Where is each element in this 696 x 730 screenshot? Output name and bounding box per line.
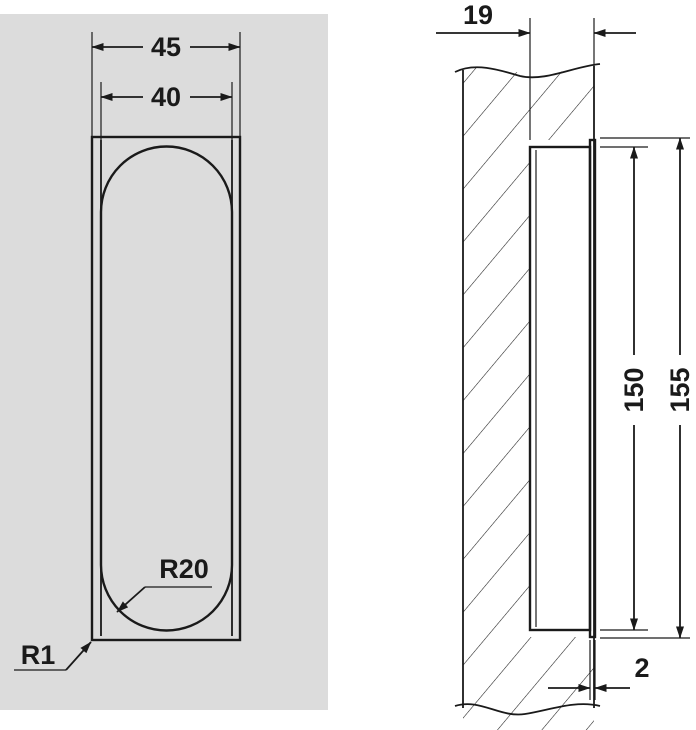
r1-leader-arrow [65, 641, 92, 671]
wall-section [454, 63, 601, 730]
wall-break-line-bottom [454, 703, 601, 716]
front-view: 45 40 R20 R1 [0, 14, 328, 710]
handle-side-flange [588, 138, 597, 639]
dim-150-label: 150 [619, 367, 649, 412]
dim-2-label: 2 [634, 653, 649, 683]
side-view: 19 150 155 2 [436, 0, 695, 730]
dim-19-label: 19 [463, 0, 493, 30]
r20-label: R20 [159, 554, 209, 584]
front-view-background [0, 14, 328, 710]
grip-recess-outline [99, 145, 234, 632]
dim-40-label: 40 [151, 82, 181, 112]
wall-break-line-top [454, 63, 601, 79]
r20-leader-arrow [116, 586, 146, 613]
dim-45-label: 45 [151, 32, 181, 62]
recess-pocket [530, 140, 594, 637]
handle-outer-outline [90, 135, 242, 642]
dim-155-label: 155 [665, 367, 695, 412]
r1-label: R1 [21, 640, 56, 670]
